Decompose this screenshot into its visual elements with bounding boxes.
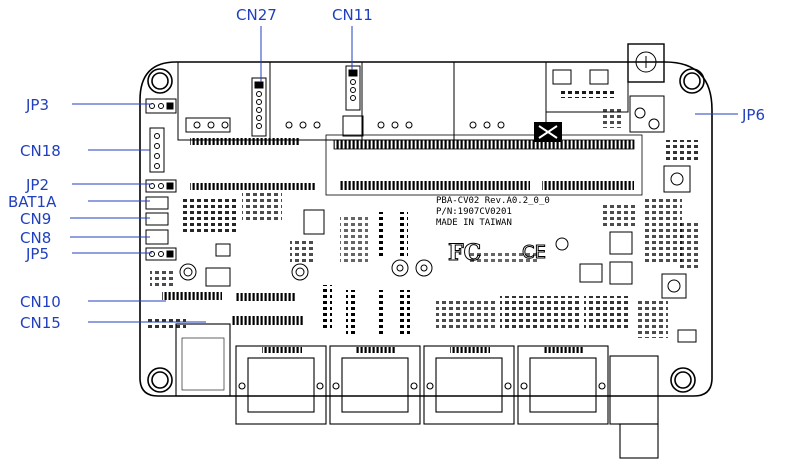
origin-text: MADE IN TAIWAN — [436, 218, 512, 228]
fcc-mark: FC — [448, 240, 481, 266]
label-jp5: JP5 — [25, 245, 49, 263]
label-jp6: JP6 — [741, 106, 765, 124]
callout-leaders — [70, 26, 738, 323]
left-edge-parts — [145, 98, 177, 261]
mid-components — [179, 165, 697, 343]
label-jp2: JP2 — [25, 176, 49, 194]
cn27-header — [251, 77, 267, 137]
callout-labels: CN27 CN11 JP3 JP6 CN18 JP2 BAT1A CN9 CN8… — [8, 6, 765, 332]
bottom-connectors — [175, 323, 659, 459]
label-jp3: JP3 — [25, 96, 49, 114]
lan-led-rows — [262, 347, 584, 353]
label-cn10: CN10 — [20, 293, 61, 311]
model-line: PBA-CV02 Rev.A0.2_0_0 — [436, 196, 550, 206]
memory-slots — [190, 134, 643, 196]
ic-arrays — [162, 212, 410, 336]
label-cn15: CN15 — [20, 314, 61, 332]
label-bat1a: BAT1A — [8, 193, 57, 211]
label-cn18: CN18 — [20, 142, 61, 160]
ce-mark: CE — [522, 242, 546, 263]
part-number: P/N:1907CV0201 — [436, 207, 512, 217]
label-cn27: CN27 — [236, 6, 277, 24]
cert-marks: FC CE — [448, 240, 547, 267]
cn11-header — [342, 65, 364, 137]
logo-block — [534, 122, 562, 142]
label-cn8: CN8 — [20, 229, 51, 247]
smd-clusters — [146, 88, 700, 338]
label-cn9: CN9 — [20, 210, 51, 228]
silkscreen-text: PBA-CV02 Rev.A0.2_0_0 P/N:1907CV0201 MAD… — [436, 196, 550, 228]
label-cn11: CN11 — [332, 6, 373, 24]
board-outline — [139, 61, 713, 397]
